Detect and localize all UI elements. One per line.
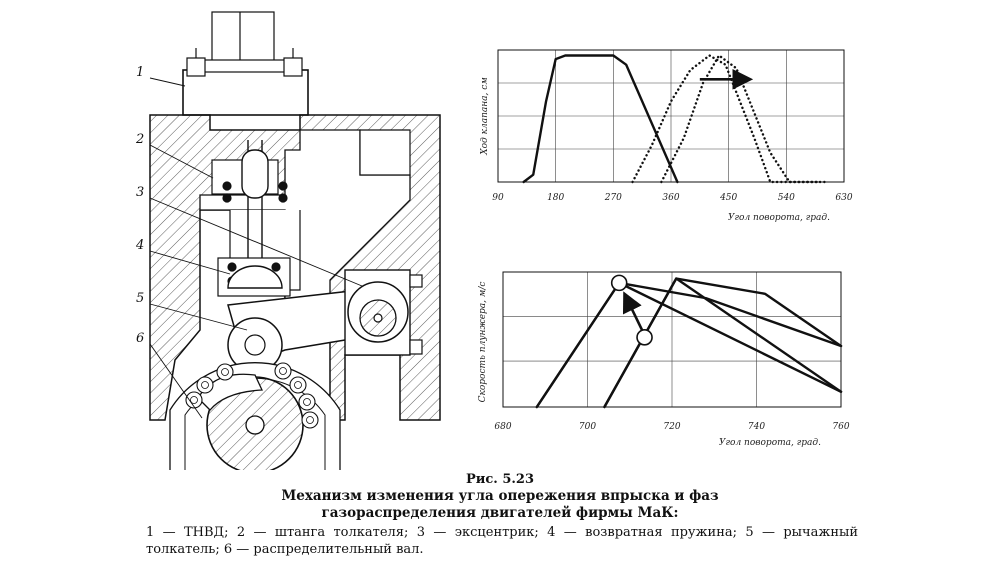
callout-3: 3 — [136, 185, 144, 200]
chart2-series-line-4 — [603, 277, 843, 409]
chart2-shift-arrow — [622, 291, 644, 332]
chart2-marker-2 — [636, 329, 653, 346]
caption-title-line1: Механизм изменения угла опережения впрыс… — [281, 488, 719, 504]
chart1-series-line-2 — [631, 54, 826, 184]
chart1-xtick-label: 540 — [778, 193, 795, 203]
caption-title: Механизм изменения угла опережения впрыс… — [0, 488, 1000, 522]
chart1-xlabel: Угол поворота, град. — [728, 213, 830, 223]
chart2-xtick-label: 680 — [494, 422, 511, 432]
callout-1: 1 — [136, 65, 144, 80]
chart2-ylabel: Скорость плунжера, м/с — [478, 282, 488, 403]
chart1-xtick-label: 360 — [662, 193, 679, 203]
chart2-marker-1 — [610, 274, 628, 292]
callout-4: 4 — [135, 238, 144, 253]
chart2-xlabel: Угол поворота, град. — [719, 438, 821, 448]
chart2-xtick-label: 740 — [748, 422, 765, 432]
chart2-xtick-label: 720 — [663, 422, 680, 432]
callout-5: 5 — [136, 291, 144, 306]
chart1-xtick-label: 90 — [492, 193, 504, 203]
chart1-ylabel: Ход клапана, см — [480, 77, 490, 156]
chart2-series-line-2 — [535, 281, 843, 409]
chart1-xtick-label: 180 — [547, 193, 564, 203]
chart1-series-line-1 — [522, 54, 679, 184]
chart1-series-line-3 — [660, 54, 820, 184]
callout-6: 6 — [136, 331, 144, 346]
chart2-xtick-label: 700 — [579, 422, 596, 432]
mechanism-drawing — [149, 11, 441, 474]
chart2-series-line-1 — [535, 281, 843, 409]
chart1-xtick-label: 450 — [719, 193, 737, 203]
chart2-xtick-label: 760 — [832, 422, 849, 432]
figure: 1 2 3 4 5 6 90 180 270 360 450 540 630 Ход кла… — [135, 11, 853, 474]
plunger-speed-chart: 680 700 720 740 760 Скорость плунжера, м/с У… — [478, 271, 850, 448]
chart1-xtick-label: 630 — [835, 193, 852, 203]
caption-legend: 1 — ТНВД; 2 — штанга толкателя; 3 — эксц… — [146, 525, 858, 557]
caption-title-line2: газораспределения двигателей фирмы МаК: — [321, 505, 679, 521]
caption-number: Рис. 5.23 — [465, 472, 535, 487]
valve-lift-chart: 90 180 270 360 450 540 630 Ход клапана, см Уго… — [480, 49, 853, 223]
chart1-xtick-label: 270 — [604, 193, 622, 203]
callout-2: 2 — [135, 132, 144, 147]
